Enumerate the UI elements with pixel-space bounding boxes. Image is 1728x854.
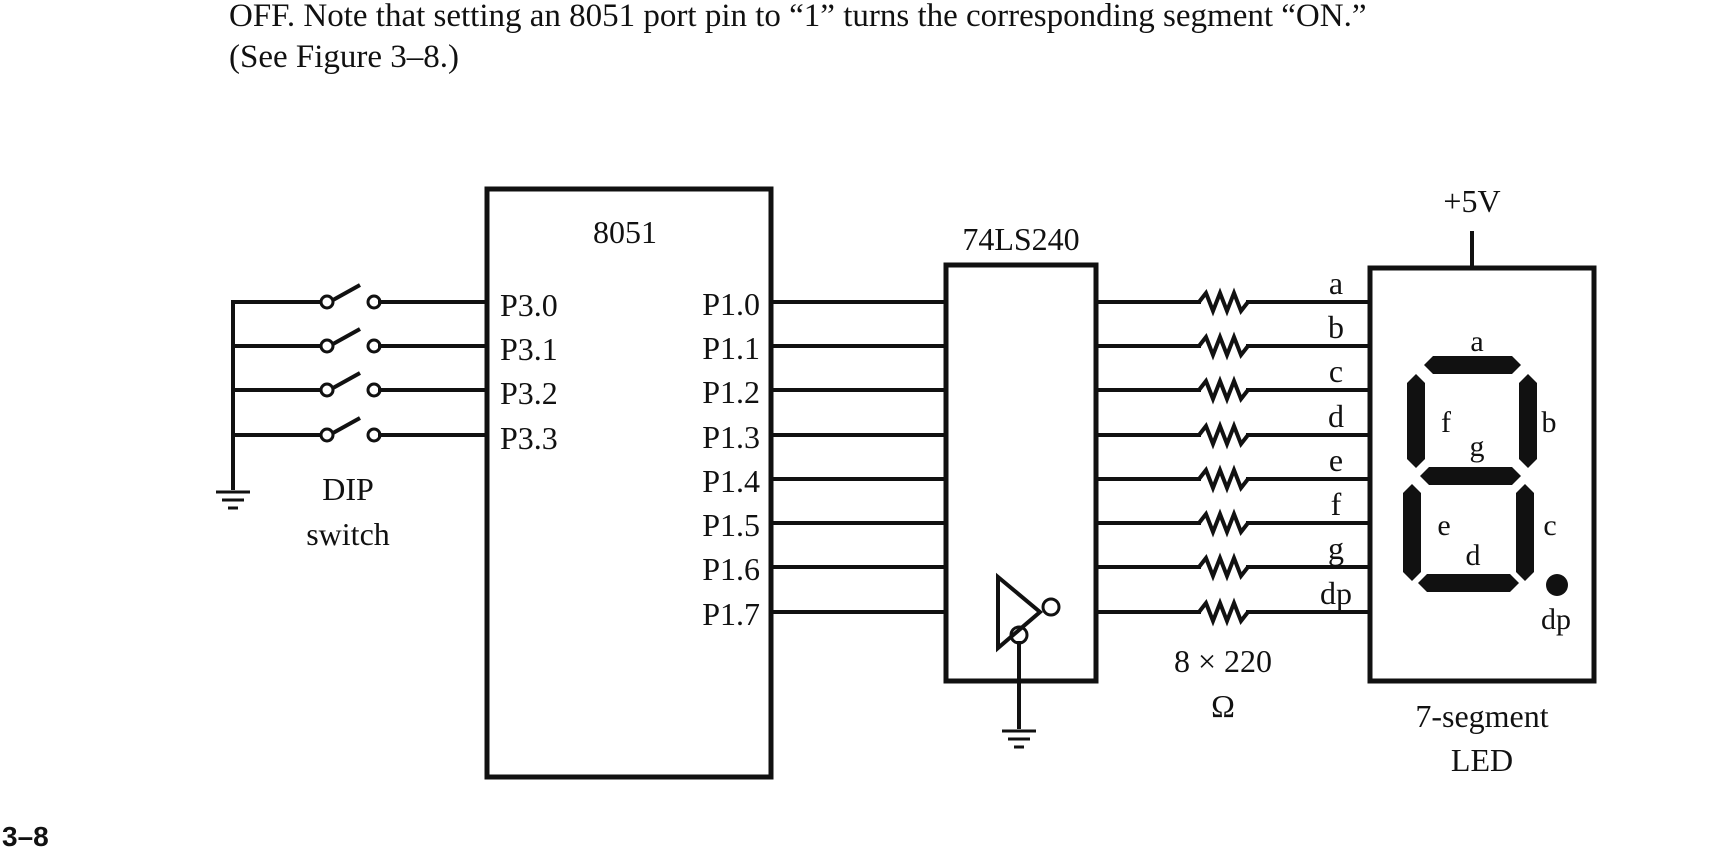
port-label-p1-4: P1.4 (702, 463, 760, 499)
port-label-p1-7: P1.7 (702, 596, 760, 632)
segment-g (1420, 467, 1521, 485)
port-label-p3-1: P3.1 (500, 331, 558, 367)
led-pin-label-7: dp (1320, 575, 1352, 611)
dip-label-line2: switch (306, 516, 390, 552)
supply-label: +5V (1443, 183, 1500, 219)
intro-line-2: (See Figure 3–8.) (229, 39, 460, 75)
resistor-5 (1197, 508, 1250, 538)
inverter-triangle (996, 572, 1044, 653)
resistor-4 (1197, 464, 1250, 494)
resistor-2 (1197, 375, 1250, 405)
switch-lever (332, 283, 361, 302)
segment-b (1519, 374, 1537, 468)
seven-segment-led-block (1367, 265, 1597, 684)
led-label-line2: LED (1451, 742, 1513, 778)
enable-bubble (1009, 625, 1029, 645)
port-label-p3-0: P3.0 (500, 287, 558, 323)
switch-lever (332, 416, 361, 435)
switch-lever (332, 327, 361, 346)
switch-contact (319, 294, 335, 310)
segment-e (1403, 484, 1421, 581)
segment-label-d: d (1466, 539, 1481, 572)
segment-label-e: e (1437, 509, 1450, 542)
switch-contact (366, 294, 382, 310)
switch-contact (319, 382, 335, 398)
mcu-name: 8051 (593, 214, 657, 250)
resistor-7 (1197, 597, 1250, 627)
segment-dp (1546, 574, 1568, 596)
port-label-p1-6: P1.6 (702, 551, 760, 587)
buffer-74ls240-block (943, 262, 1099, 684)
led-pin-label-4: e (1329, 442, 1343, 478)
port-label-p1-2: P1.2 (702, 374, 760, 410)
port-label-p1-1: P1.1 (702, 330, 760, 366)
led-pin-label-6: g (1328, 530, 1344, 566)
mcu-8051-block (484, 186, 774, 780)
led-pin-label-5: f (1331, 486, 1342, 522)
dip-label-line1: DIP (322, 471, 374, 507)
port-label-p1-0: P1.0 (702, 286, 760, 322)
segment-label-a: a (1470, 325, 1483, 358)
switch-contact (319, 338, 335, 354)
segment-label-g: g (1470, 430, 1485, 463)
switch-contact (366, 427, 382, 443)
resistor-0 (1197, 287, 1250, 317)
segment-label-f: f (1441, 406, 1451, 439)
resistor-value-label: 8 × 220 (1174, 643, 1272, 679)
intro-line-1: OFF. Note that setting an 8051 port pin … (229, 0, 1367, 34)
inverter-bubble (1041, 597, 1061, 617)
led-pin-label-2: c (1329, 353, 1343, 389)
resistor-3 (1197, 420, 1250, 450)
buffer-name: 74LS240 (962, 221, 1079, 257)
segment-a (1424, 356, 1521, 374)
segment-c (1516, 484, 1534, 581)
led-pin-label-3: d (1328, 398, 1344, 434)
switch-lever (332, 371, 361, 390)
segment-label-c: c (1543, 509, 1556, 542)
switch-contact (366, 382, 382, 398)
led-pin-label-1: b (1328, 309, 1344, 345)
figure-number: 3–8 (2, 821, 49, 852)
segment-f (1407, 374, 1425, 468)
segment-d (1418, 574, 1519, 592)
switch-contact (319, 427, 335, 443)
switch-contact (366, 338, 382, 354)
led-pin-label-0: a (1329, 265, 1343, 301)
port-label-p1-3: P1.3 (702, 419, 760, 455)
resistor-unit-label: Ω (1211, 688, 1235, 724)
segment-label-dp: dp (1541, 603, 1571, 636)
buffer-ground-symbol (1002, 729, 1036, 749)
port-label-p3-3: P3.3 (500, 420, 558, 456)
led-label-line1: 7-segment (1415, 698, 1548, 734)
segment-label-b: b (1542, 406, 1557, 439)
port-label-p1-5: P1.5 (702, 507, 760, 543)
resistor-6 (1197, 552, 1250, 582)
port-label-p3-2: P3.2 (500, 375, 558, 411)
resistor-1 (1197, 331, 1250, 361)
dip-ground-symbol (216, 490, 250, 510)
intro-text: OFF. Note that setting an 8051 port pin … (229, 0, 1367, 78)
